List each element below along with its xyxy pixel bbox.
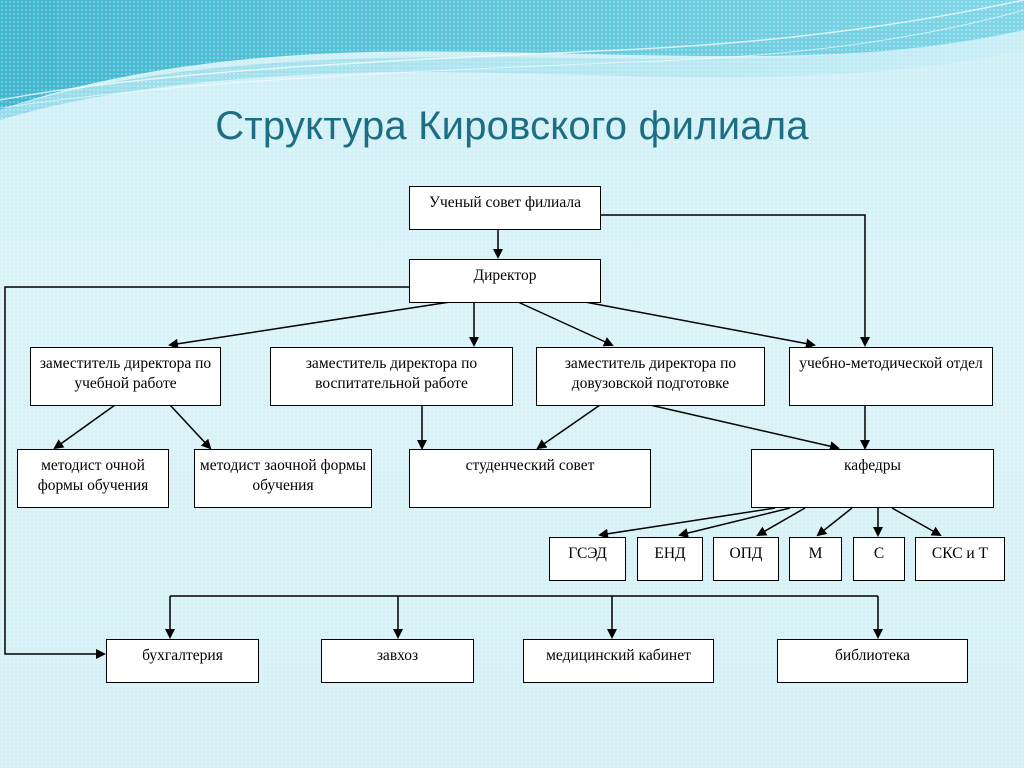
- node-methodical-department: учебно-методической отдел: [789, 347, 993, 406]
- node-accounting: бухгалтерия: [106, 639, 259, 683]
- node-supply-manager: завхоз: [321, 639, 474, 683]
- node-chairs: кафедры: [751, 449, 994, 508]
- node-methodist-parttime: методист заочной формы обучения: [194, 449, 372, 508]
- node-deputy-educational: заместитель директора по воспитательной …: [270, 347, 513, 406]
- node-chair-opd: ОПД: [713, 537, 779, 581]
- node-deputy-preuniversity: заместитель директора по довузовской под…: [536, 347, 765, 406]
- node-chair-m: М: [789, 537, 842, 581]
- node-chair-gsed: ГСЭД: [549, 537, 626, 581]
- page-title: Структура Кировского филиала: [215, 104, 809, 148]
- node-medical-office: медицинский кабинет: [523, 639, 714, 683]
- node-deputy-academic: заместитель директора по учебной работе: [30, 347, 221, 406]
- node-academic-council: Ученый совет филиала: [409, 186, 601, 230]
- node-library: библиотека: [777, 639, 968, 683]
- node-chair-sks: СКС и Т: [915, 537, 1005, 581]
- node-student-council: студенческий совет: [409, 449, 651, 508]
- node-chair-s: С: [853, 537, 905, 581]
- node-methodist-fulltime: методист очной формы обучения: [17, 449, 169, 508]
- node-director: Директор: [409, 259, 601, 303]
- node-chair-end: ЕНД: [637, 537, 703, 581]
